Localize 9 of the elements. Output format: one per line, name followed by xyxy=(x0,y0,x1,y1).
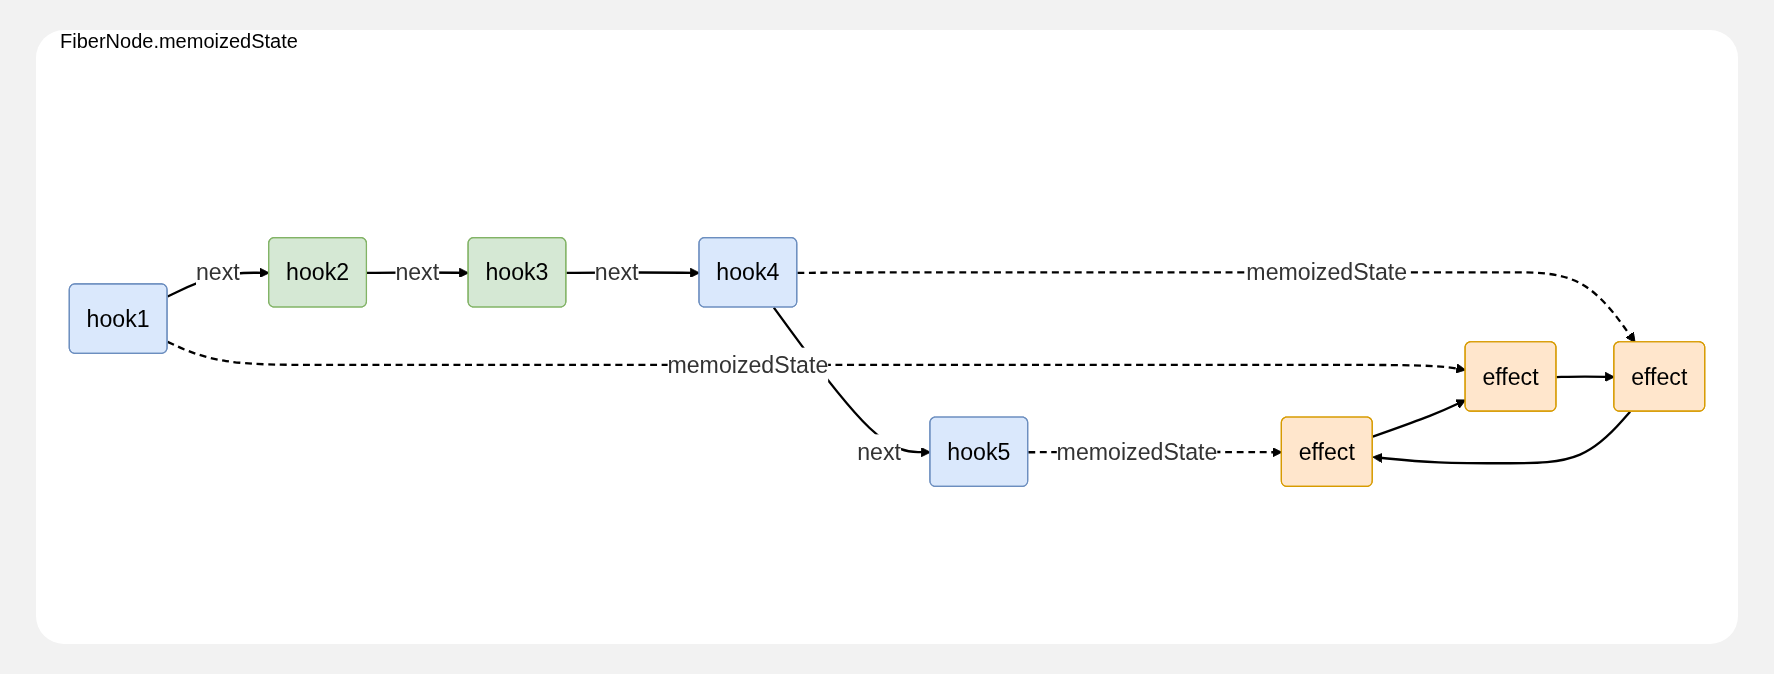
edge-label: memoizedState xyxy=(1056,438,1218,465)
edge-label: next xyxy=(395,259,440,286)
edge-label: next xyxy=(857,438,901,465)
edge-label: next xyxy=(195,259,240,286)
edge-label: memoizedState xyxy=(1246,259,1408,286)
edge-label: next xyxy=(594,259,639,286)
arrow xyxy=(1372,411,1631,465)
heading-label: FiberNode.memoizedState xyxy=(60,30,298,53)
edge-label: memoizedState xyxy=(667,352,829,378)
